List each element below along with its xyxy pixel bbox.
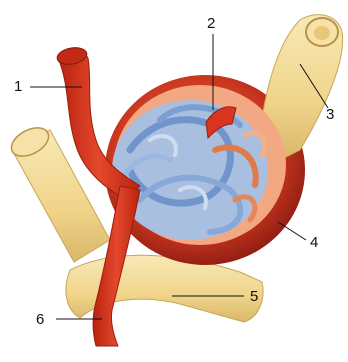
- label-3: 3: [326, 107, 334, 122]
- label-5: 5: [250, 289, 258, 304]
- label-2: 2: [207, 16, 215, 31]
- label-4: 4: [310, 235, 318, 250]
- label-1: 1: [14, 79, 22, 94]
- capillary-tuft: [112, 100, 268, 240]
- label-6: 6: [36, 312, 44, 327]
- proximal-tubule-lumen: [314, 26, 330, 40]
- leader-line-4: [278, 222, 306, 240]
